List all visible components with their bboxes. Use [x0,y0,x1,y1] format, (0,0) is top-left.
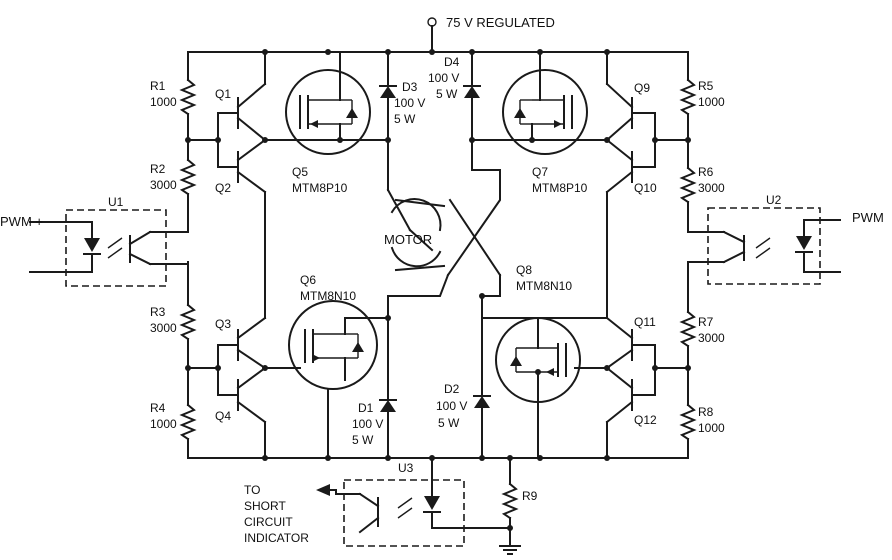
r8-name: R8 [698,405,714,419]
q9-label: Q9 [634,81,650,95]
diode-d1 [379,317,397,459]
short-circuit-line2: SHORT [244,499,286,513]
short-circuit-line3: CIRCUIT [244,515,293,529]
r6-name: R6 [698,165,714,179]
r1-name: R1 [150,79,166,93]
motor-label: MOTOR [384,232,432,247]
transistor-q9 [605,51,634,142]
q10-label: Q10 [634,181,657,195]
transistor-q11 [605,316,634,370]
resistor-r8 [679,403,697,441]
supply-terminal [427,17,437,53]
d2-name: D2 [444,382,460,396]
pwm-plus-label: PWM + [0,214,43,229]
d1-power: 5 W [352,433,374,447]
r5-value: 1000 [698,95,725,109]
supply-label: 75 V REGULATED [446,15,555,30]
q7-name: Q7 [532,165,548,179]
d1-voltage: 100 V [352,417,383,431]
q6-part: MTM8N10 [300,289,356,303]
resistor-r2 [179,158,197,196]
transistor-q12 [605,366,634,459]
d3-power: 5 W [394,112,416,126]
r8-value: 1000 [698,421,725,435]
q8-part: MTM8N10 [516,279,572,293]
transistor-q10 [605,138,634,319]
mosfet-q5 [285,51,371,155]
q12-label: Q12 [634,413,657,427]
motor [390,198,446,272]
r4-name: R4 [150,401,166,415]
q8-name: Q8 [516,263,532,277]
r1-value: 1000 [150,95,177,109]
d4-voltage: 100 V [428,71,459,85]
transistor-q1 [236,51,267,142]
q5-part: MTM8P10 [292,181,348,195]
q4-label: Q4 [215,409,231,423]
r5-name: R5 [698,79,714,93]
q5-name: Q5 [292,165,308,179]
resistor-r3 [179,303,197,341]
resistor-r9 [501,457,519,547]
d1-name: D1 [358,401,374,415]
transistor-q2 [236,138,267,319]
q2-label: Q2 [215,181,231,195]
r3-value: 3000 [150,321,177,335]
u1-label: U1 [108,195,124,209]
q6-name: Q6 [300,273,316,287]
mosfet-q8 [495,317,581,459]
resistor-r1 [179,78,197,116]
q11-label: Q11 [634,315,656,329]
q7-part: MTM8P10 [532,181,588,195]
resistor-r6 [679,166,697,204]
r7-name: R7 [698,315,714,329]
ground-symbol [499,545,521,555]
d4-power: 5 W [436,87,458,101]
resistor-r5 [679,78,697,116]
diode-d3 [379,51,397,141]
q3-label: Q3 [215,317,231,331]
r7-value: 3000 [698,331,725,345]
resistor-r4 [179,403,197,441]
output-arrow [316,484,330,496]
d2-power: 5 W [438,416,460,430]
short-circuit-line1: TO [244,483,260,497]
q1-label: Q1 [215,87,231,101]
d3-voltage: 100 V [394,96,425,110]
mosfet-q6 [288,300,378,390]
mosfet-q7 [502,51,588,155]
transistor-q3 [236,316,267,370]
u2-label: U2 [766,193,782,207]
r4-value: 1000 [150,417,177,431]
u3-label: U3 [398,461,414,475]
optocoupler-u2 [687,207,841,285]
r3-name: R3 [150,305,166,319]
r6-value: 3000 [698,181,725,195]
diode-d4 [463,51,481,141]
transistor-q4 [236,366,267,459]
r9-name: R9 [522,489,538,503]
r2-name: R2 [150,162,166,176]
diode-d2 [473,317,491,459]
d4-name: D4 [444,55,460,69]
d3-name: D3 [402,80,418,94]
short-circuit-line4: INDICATOR [244,531,309,545]
optocoupler-u3 [319,457,511,547]
d2-voltage: 100 V [436,399,467,413]
optocoupler-u1 [29,209,189,287]
resistor-r7 [679,310,697,348]
pwm-label: PWM [852,210,884,225]
r2-value: 3000 [150,178,177,192]
